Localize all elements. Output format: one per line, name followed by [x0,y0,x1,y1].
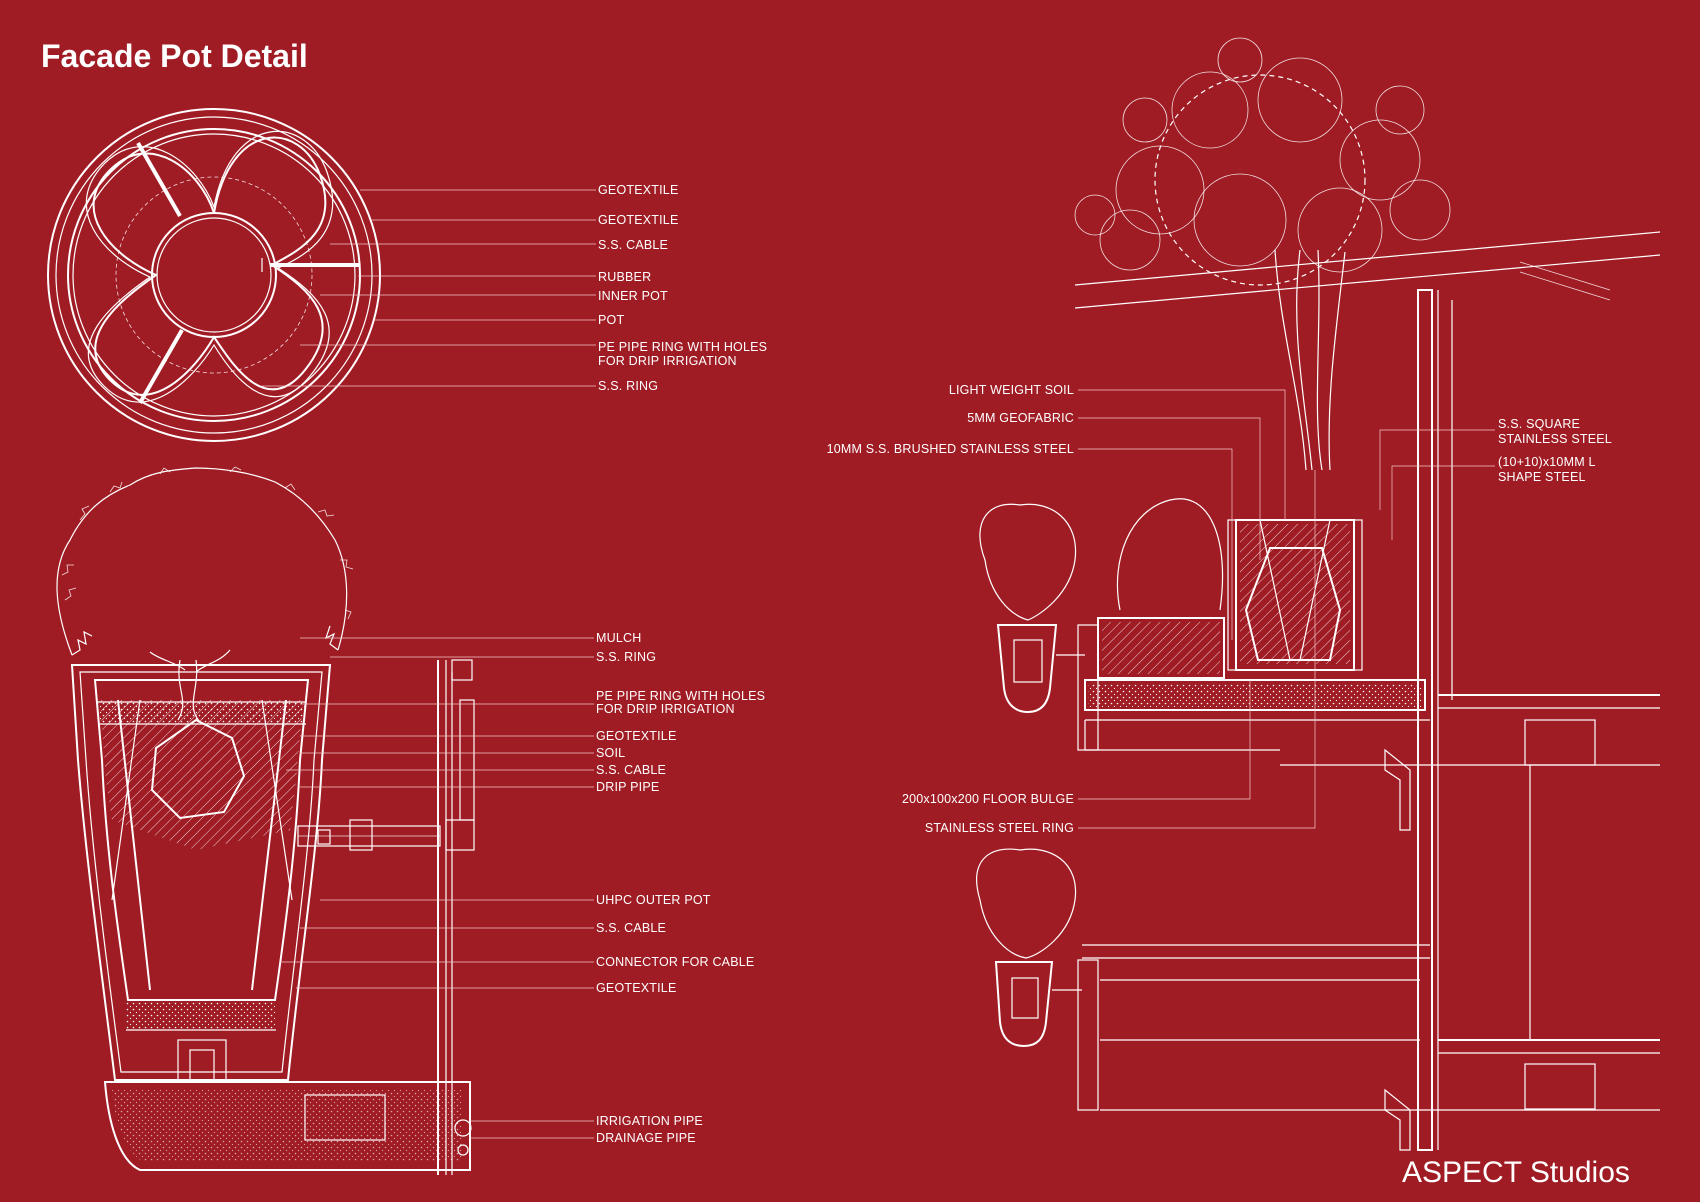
facade-label-brushed-steel: 10MM S.S. BRUSHED STAINLESS STEEL [827,442,1074,456]
plan-label-geotextile-1: GEOTEXTILE [598,183,679,197]
facade-label-shape-steel: SHAPE STEEL [1498,470,1586,484]
plan-labels: GEOTEXTILE GEOTEXTILE S.S. CABLE RUBBER … [598,183,767,393]
section-label-connector: CONNECTOR FOR CABLE [596,955,754,969]
plan-label-pe-pipe-ring: PE PIPE RING WITH HOLES [598,340,767,354]
section-label-irrigation-pipe: IRRIGATION PIPE [596,1114,703,1128]
plan-label-ss-ring: S.S. RING [598,379,658,393]
section-label-geotextile-1: GEOTEXTILE [596,729,677,743]
pot-plan-view [47,108,381,442]
facade-label-light-weight-soil: LIGHT WEIGHT SOIL [949,383,1074,397]
facade-label-l-shape: (10+10)x10MM L [1498,455,1596,469]
facade-section-view [976,37,1661,1151]
plan-label-inner-pot: INNER POT [598,289,668,303]
facade-label-floor-bulge: 200x100x200 FLOOR BULGE [902,792,1074,806]
facade-right-labels: S.S. SQUARE STAINLESS STEEL (10+10)x10MM… [1498,417,1612,484]
plan-label-geotextile-2: GEOTEXTILE [598,213,679,227]
section-label-drainage-pipe: DRAINAGE PIPE [596,1131,696,1145]
section-label-ss-cable-2: S.S. CABLE [596,921,666,935]
drawing-title: Facade Pot Detail [41,38,308,74]
shrub-canopy [56,467,348,656]
facade-left-labels: LIGHT WEIGHT SOIL 5MM GEOFABRIC 10MM S.S… [827,383,1074,835]
section-label-drip-pipe: DRIP PIPE [596,780,659,794]
facade-leader-lines [1078,389,1495,829]
plan-label-pot: POT [598,313,624,327]
section-label-drip-irrigation: FOR DRIP IRRIGATION [596,702,735,716]
facade-label-stainless-steel-ring: STAINLESS STEEL RING [925,821,1074,835]
section-label-ss-ring: S.S. RING [596,650,656,664]
facade-label-stainless-steel: STAINLESS STEEL [1498,432,1612,446]
section-label-mulch: MULCH [596,631,641,645]
facade-label-geofabric: 5MM GEOFABRIC [967,411,1074,425]
plan-leader-lines [262,189,596,387]
section-label-geotextile-2: GEOTEXTILE [596,981,677,995]
section-labels: MULCH S.S. RING PE PIPE RING WITH HOLES … [596,631,765,1145]
plan-label-rubber: RUBBER [598,270,651,284]
plan-label-drip-irrigation: FOR DRIP IRRIGATION [598,354,737,368]
facade-label-ss-square: S.S. SQUARE [1498,417,1580,431]
section-label-pe-pipe-ring: PE PIPE RING WITH HOLES [596,689,765,703]
tree-canopy [1074,37,1451,286]
plan-label-ss-cable: S.S. CABLE [598,238,668,252]
brand-logo-text: ASPECT Studios [1402,1156,1630,1189]
section-label-ss-cable-1: S.S. CABLE [596,763,666,777]
pot-section-view [56,466,475,1175]
section-label-uhpc-outer-pot: UHPC OUTER POT [596,893,711,907]
root-ball-heptagon [150,718,246,820]
section-label-soil: SOIL [596,746,625,760]
section-leader-lines [280,637,594,1139]
